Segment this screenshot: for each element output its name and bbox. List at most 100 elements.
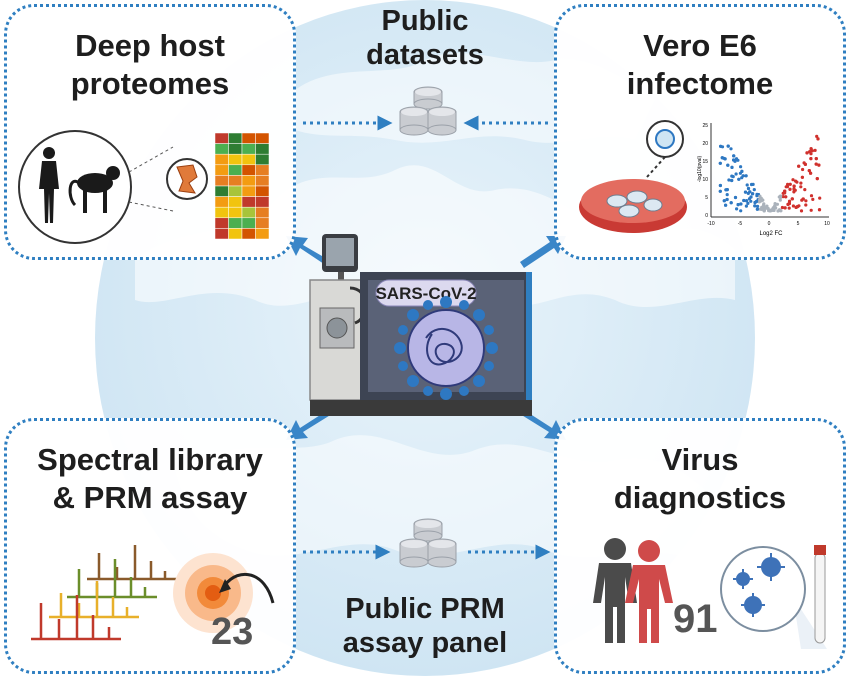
volcano-point xyxy=(797,164,801,168)
volcano-point xyxy=(799,181,803,185)
volcano-point xyxy=(791,178,795,182)
volcano-point xyxy=(780,205,784,210)
panel-title: Deep host proteomes xyxy=(7,27,293,103)
panel-title: Spectral library & PRM assay xyxy=(7,441,293,517)
volcano-point xyxy=(746,186,751,191)
volcano-point xyxy=(818,196,822,200)
heatmap-cell xyxy=(228,185,243,197)
volcano-point xyxy=(809,171,813,175)
title-line: & PRM assay xyxy=(52,480,248,515)
heatmap-cell xyxy=(255,185,270,197)
volcano-point xyxy=(815,134,819,138)
public-prm-caption: Public PRM assay panel xyxy=(330,592,520,660)
volcano-point xyxy=(814,157,818,161)
heatmap-cell xyxy=(214,175,229,187)
title-line: Deep host xyxy=(75,28,225,63)
heatmap-cell xyxy=(228,175,243,187)
volcano-point xyxy=(792,190,796,194)
volcano-point xyxy=(795,205,800,209)
volcano-point xyxy=(731,175,735,179)
heatmap-cell xyxy=(255,206,270,219)
volcano-point xyxy=(725,197,729,202)
volcano-point xyxy=(741,174,745,178)
heatmap-cell xyxy=(241,143,256,155)
volcano-point xyxy=(734,172,738,176)
volcano-point xyxy=(778,198,782,202)
volcano-point xyxy=(724,203,728,207)
heatmap-cell xyxy=(228,196,243,208)
heatmap-cell xyxy=(241,185,256,197)
volcano-point xyxy=(733,159,737,163)
arrow-icon xyxy=(520,236,566,268)
volcano-point xyxy=(746,201,750,205)
volcano-point xyxy=(736,158,740,162)
volcano-ytick: 0 xyxy=(705,213,708,219)
volcano-point xyxy=(748,190,752,194)
volcano-point xyxy=(765,204,769,208)
volcano-point xyxy=(739,209,743,213)
volcano-point xyxy=(771,208,775,212)
volcano-ytick: 25 xyxy=(702,123,708,129)
heatmap-cell xyxy=(241,196,256,208)
volcano-point xyxy=(730,178,734,183)
volcano-point xyxy=(761,198,765,202)
volcano-xtick: 5 xyxy=(797,221,800,227)
volcano-point xyxy=(768,209,772,213)
volcano-ytick: 10 xyxy=(702,177,708,183)
volcano-xtick: -5 xyxy=(738,221,743,227)
volcano-point xyxy=(733,195,738,200)
diagnostics-number: 91 xyxy=(673,597,718,641)
volcano-point xyxy=(725,188,729,192)
volcano-point xyxy=(762,203,766,207)
volcano-point xyxy=(749,199,753,203)
volcano-point xyxy=(750,182,754,187)
host-illustration xyxy=(18,130,208,244)
panel-spectral-library: Spectral library & PRM assay 23 xyxy=(4,418,296,674)
volcano-point xyxy=(817,208,822,212)
volcano-point xyxy=(752,188,756,192)
volcano-point xyxy=(730,165,734,169)
volcano-point xyxy=(800,175,804,179)
volcano-point xyxy=(809,208,813,212)
volcano-point xyxy=(817,163,821,167)
panel-deep-host-proteomes: Deep host proteomes xyxy=(4,4,296,260)
heatmap-cell xyxy=(214,143,229,155)
panel-title: Vero E6 infectome xyxy=(557,27,843,103)
title-line: proteomes xyxy=(70,66,230,101)
heatmap-cell xyxy=(228,143,243,155)
volcano-point xyxy=(813,148,817,152)
heatmap-cell xyxy=(255,164,270,176)
volcano-point xyxy=(745,199,749,203)
heatmap xyxy=(214,132,270,240)
volcano-point xyxy=(816,137,820,141)
volcano-point xyxy=(737,177,741,181)
people-icon xyxy=(593,538,673,643)
heatmap-cell xyxy=(255,228,270,240)
volcano-point xyxy=(807,169,811,173)
volcano-point xyxy=(777,208,782,212)
volcano-point xyxy=(786,202,790,206)
volcano-point xyxy=(790,197,794,201)
volcano-point xyxy=(743,190,748,194)
volcano-point xyxy=(726,144,730,148)
spectra-illustration xyxy=(31,545,177,641)
volcano-point xyxy=(809,157,813,161)
volcano-point xyxy=(729,147,733,151)
heatmap-cell xyxy=(214,153,229,166)
volcano-point xyxy=(722,199,726,203)
volcano-point xyxy=(809,147,813,151)
volcano-point xyxy=(775,202,779,206)
title-line: Spectral library xyxy=(37,442,263,477)
heatmap-cell xyxy=(214,217,229,229)
volcano-point xyxy=(718,189,722,193)
volcano-point xyxy=(779,194,783,198)
volcano-point xyxy=(803,188,807,192)
target-icon xyxy=(173,553,275,633)
volcano-point xyxy=(727,178,731,182)
volcano-ytick: 5 xyxy=(705,195,708,201)
volcano-xtick: -10 xyxy=(707,221,714,227)
volcano-xtick: 10 xyxy=(824,221,830,227)
heatmap-cell xyxy=(228,153,243,166)
volcano-point xyxy=(723,157,727,161)
